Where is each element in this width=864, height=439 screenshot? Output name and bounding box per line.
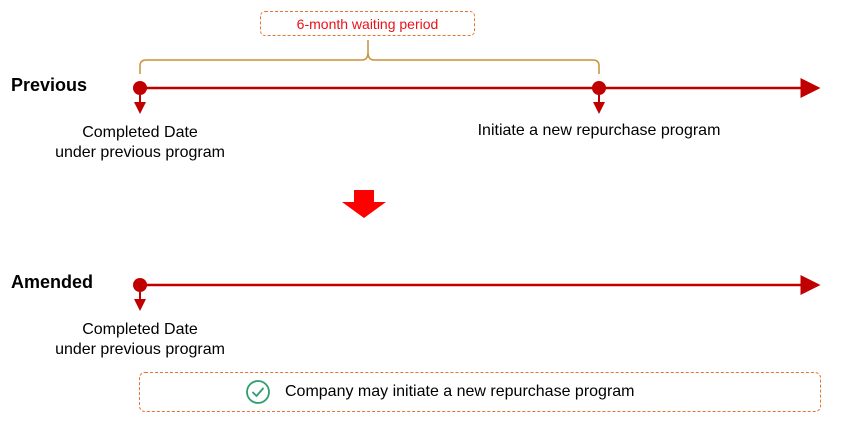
previous-start-caption: Completed Date under previous program bbox=[40, 123, 240, 163]
caption-line-1: Completed Date bbox=[82, 321, 198, 338]
caption-line-2: under previous program bbox=[55, 341, 225, 358]
amended-start-marker bbox=[133, 278, 147, 292]
previous-end-marker bbox=[592, 81, 606, 95]
previous-label: Previous bbox=[11, 75, 88, 95]
result-box bbox=[139, 372, 821, 412]
amended-label: Amended bbox=[11, 272, 94, 292]
amended-start-caption: Completed Date under previous program bbox=[40, 320, 240, 360]
waiting-period-box: 6-month waiting period bbox=[260, 11, 475, 36]
waiting-period-label: 6-month waiting period bbox=[296, 15, 439, 32]
caption-line-2: under previous program bbox=[55, 144, 225, 161]
previous-end-caption: Initiate a new repurchase program bbox=[477, 122, 721, 139]
result-text: Company may initiate a new repurchase pr… bbox=[285, 383, 635, 400]
result-content: Company may initiate a new repurchase pr… bbox=[245, 378, 635, 406]
waiting-period-bracket bbox=[139, 51, 600, 74]
previous-start-marker bbox=[133, 81, 147, 95]
transition-arrow-icon bbox=[342, 190, 386, 218]
check-circle-icon bbox=[246, 380, 270, 404]
caption-line-1: Completed Date bbox=[82, 124, 198, 141]
